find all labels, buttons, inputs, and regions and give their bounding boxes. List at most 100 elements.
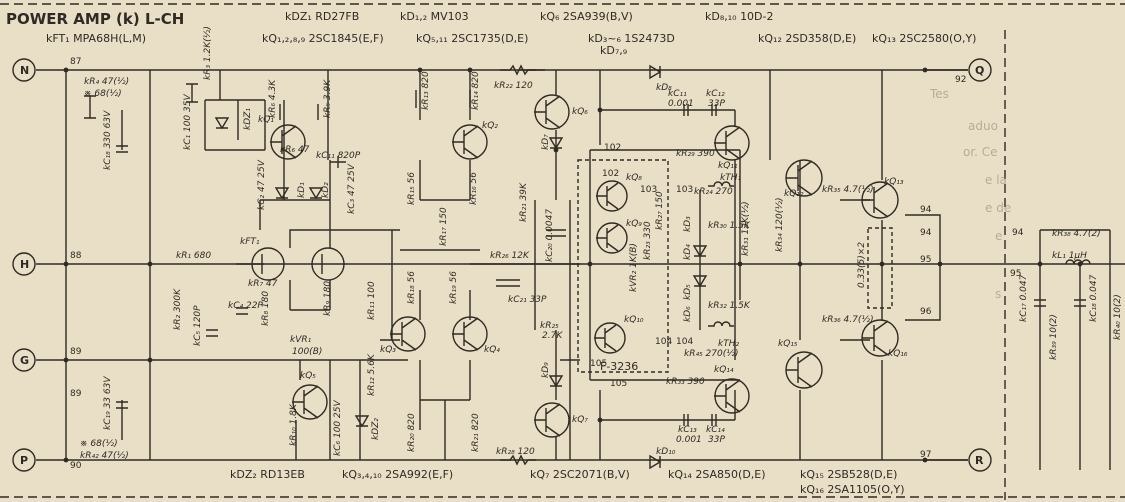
svg-text:kR₇ 47: kR₇ 47 — [248, 279, 278, 289]
svg-text:kR₂₃ 330: kR₂₃ 330 — [643, 221, 653, 260]
transistor-q14: kQ₁₄ — [714, 365, 750, 414]
svg-text:105: 105 — [610, 379, 627, 389]
svg-text:kR₂₉ 390: kR₂₉ 390 — [676, 149, 715, 159]
svg-text:H: H — [20, 258, 29, 271]
svg-text:kQ₁₁: kQ₁₁ — [718, 161, 738, 171]
transistors: kQ₁ kQ₂ kQ₃ kQ₄ kQ₅ kQ₆ kQ₇ kQ₈ kQ₉ kQ₁₀… — [240, 94, 908, 438]
svg-text:kQ₁₅: kQ₁₅ — [778, 339, 798, 349]
svg-text:kR₃₁ 12K(½): kR₃₁ 12K(½) — [741, 201, 751, 256]
svg-text:105: 105 — [590, 359, 607, 369]
transistor-q6: kQ₆ — [534, 94, 588, 130]
transistor-q5: kQ₅ — [292, 371, 328, 420]
svg-text:kC₁₈ 0.047: kC₁₈ 0.047 — [1089, 274, 1099, 322]
svg-text:96: 96 — [920, 307, 932, 317]
svg-text:kR₁₉ 56: kR₁₉ 56 — [449, 271, 459, 304]
svg-text:89: 89 — [70, 347, 82, 357]
svg-text:100(B): 100(B) — [292, 347, 322, 357]
svg-text:kR₃₀ 1.5K: kR₃₀ 1.5K — [708, 221, 751, 231]
svg-text:kQ₇: kQ₇ — [572, 415, 588, 425]
svg-text:kVR₁: kVR₁ — [290, 335, 312, 345]
transistor-q10: kQ₁₀ — [594, 315, 644, 354]
svg-text:0.001: 0.001 — [676, 435, 702, 445]
svg-text:kR₄₂ 47(½): kR₄₂ 47(½) — [80, 451, 129, 461]
component-labels: kR₄ 47(½) ※ 68(½) kR₃ 1.2K(½) kDZ₁ kC₁ 1… — [80, 26, 1123, 461]
svg-text:97: 97 — [920, 450, 931, 460]
transistor-q9: kQ₉ — [596, 219, 642, 254]
svg-text:95: 95 — [920, 255, 931, 265]
terminal-q[interactable]: Q — [968, 58, 992, 82]
svg-text:G: G — [20, 354, 29, 367]
svg-text:kR₁₀ 1.8K: kR₁₀ 1.8K — [289, 403, 299, 446]
terminal-r[interactable]: R — [968, 448, 992, 472]
svg-text:102: 102 — [602, 169, 619, 179]
svg-text:kC₁₇ 0.047: kC₁₇ 0.047 — [1019, 274, 1029, 322]
annot-kd810: kD₈,₁₀ 10D-2 — [705, 10, 774, 23]
board-outline — [0, 3, 1125, 500]
svg-text:kQ₁₂: kQ₁₂ — [784, 189, 804, 199]
svg-text:kD₁₀: kD₁₀ — [656, 447, 676, 457]
annot-kd36: kD₃~₆ 1S2473D — [588, 32, 675, 45]
transistor-q8: kQ₈ — [596, 173, 642, 212]
svg-text:104: 104 — [655, 337, 672, 347]
terminal-g[interactable]: G — [12, 348, 36, 372]
svg-text:kR₃₈ 4.7(2): kR₃₈ 4.7(2) — [1052, 229, 1101, 239]
svg-text:kQ₂: kQ₂ — [482, 121, 498, 131]
svg-text:33P: 33P — [708, 99, 725, 109]
bleed-through-text: Tes aduo or. Ce e la e de e s — [929, 87, 1011, 301]
svg-text:kQ₁₆: kQ₁₆ — [888, 349, 908, 359]
svg-text:kR₃₃ 390: kR₃₃ 390 — [666, 377, 705, 387]
terminal-n[interactable]: N — [12, 58, 36, 82]
component-symbols — [84, 64, 1091, 470]
svg-text:kR₃₂ 1.5K: kR₃₂ 1.5K — [708, 301, 751, 311]
annot-kdz1: kDZ₁ RD27FB — [285, 10, 359, 23]
svg-text:kR₁₂ 5.6K: kR₁₂ 5.6K — [367, 353, 377, 396]
annot-kft1: kFT₁ MPA68H(L,M) — [46, 32, 146, 45]
svg-text:kDZ₁: kDZ₁ — [243, 108, 253, 130]
annot-kd12: kD₁,₂ MV103 — [400, 10, 469, 23]
svg-text:kD₁: kD₁ — [297, 182, 307, 198]
svg-text:kR₁₃ 820: kR₁₃ 820 — [421, 71, 431, 110]
svg-text:kR₂₆ 12K: kR₂₆ 12K — [490, 251, 530, 261]
svg-text:kTH₂: kTH₂ — [718, 339, 739, 349]
annot-kq15: kQ₁₅ 2SB528(D,E) — [800, 468, 897, 481]
svg-text:kC₁₈ 330 63V: kC₁₈ 330 63V — [103, 110, 113, 170]
svg-text:kQ₆: kQ₆ — [572, 107, 588, 117]
svg-text:kC₂ 47 25V: kC₂ 47 25V — [257, 159, 267, 210]
svg-text:※ 68(½): ※ 68(½) — [80, 439, 118, 449]
terminal-h[interactable]: H — [12, 252, 36, 276]
svg-text:94: 94 — [1012, 228, 1024, 238]
svg-text:kDZ₂: kDZ₂ — [371, 418, 381, 440]
svg-text:kR₈ 180: kR₈ 180 — [261, 291, 271, 326]
svg-text:aduo: aduo — [968, 119, 998, 133]
svg-text:kC₁₂: kC₁₂ — [706, 89, 725, 99]
part-list-top: kDZ₁ RD27FB kD₁,₂ MV103 kQ₆ 2SA939(B,V) … — [46, 10, 976, 57]
svg-text:kR₁₆ 56: kR₁₆ 56 — [469, 172, 479, 205]
svg-text:89: 89 — [70, 389, 82, 399]
svg-text:kR₃₅ 4.7(½): kR₃₅ 4.7(½) — [822, 185, 874, 195]
svg-text:kR₃₄ 120(½): kR₃₄ 120(½) — [775, 198, 785, 252]
svg-text:kR₄ 47(½): kR₄ 47(½) — [84, 77, 129, 87]
svg-text:kR₂₈ 120: kR₂₈ 120 — [496, 447, 535, 457]
svg-text:kC₁₉ 33 63V: kC₁₉ 33 63V — [103, 376, 113, 430]
svg-text:kC₁₃: kC₁₃ — [678, 425, 697, 435]
svg-text:kC₁₁: kC₁₁ — [668, 89, 687, 99]
transistor-q15: kQ₁₅ — [778, 339, 823, 389]
wiring — [36, 69, 1125, 470]
svg-text:kR₁ 680: kR₁ 680 — [176, 251, 211, 261]
svg-text:kD₃: kD₃ — [683, 216, 693, 232]
svg-text:kR₄₀ 10(2): kR₄₀ 10(2) — [1113, 294, 1123, 340]
transistor-q12: kQ₁₂ — [784, 159, 823, 199]
svg-text:kC₆ 100 25V: kC₆ 100 25V — [333, 400, 343, 456]
svg-text:kD₅: kD₅ — [683, 284, 693, 300]
transistor-q1: kQ₁ — [258, 115, 306, 160]
transistor-q13: kQ₁₃ — [861, 177, 904, 219]
terminal-p[interactable]: P — [12, 448, 36, 472]
svg-text:kR₁₇ 150: kR₁₇ 150 — [439, 207, 449, 246]
svg-text:kR₆ 4.3K: kR₆ 4.3K — [268, 79, 278, 118]
svg-text:Q: Q — [975, 64, 984, 77]
annot-kq7: kQ₇ 2SC2071(B,V) — [530, 468, 630, 481]
svg-text:95: 95 — [1010, 269, 1021, 279]
svg-text:kFT₁: kFT₁ — [240, 237, 260, 247]
svg-text:kC₁₄: kC₁₄ — [706, 425, 725, 435]
transistor-q2: kQ₂ — [452, 121, 498, 160]
